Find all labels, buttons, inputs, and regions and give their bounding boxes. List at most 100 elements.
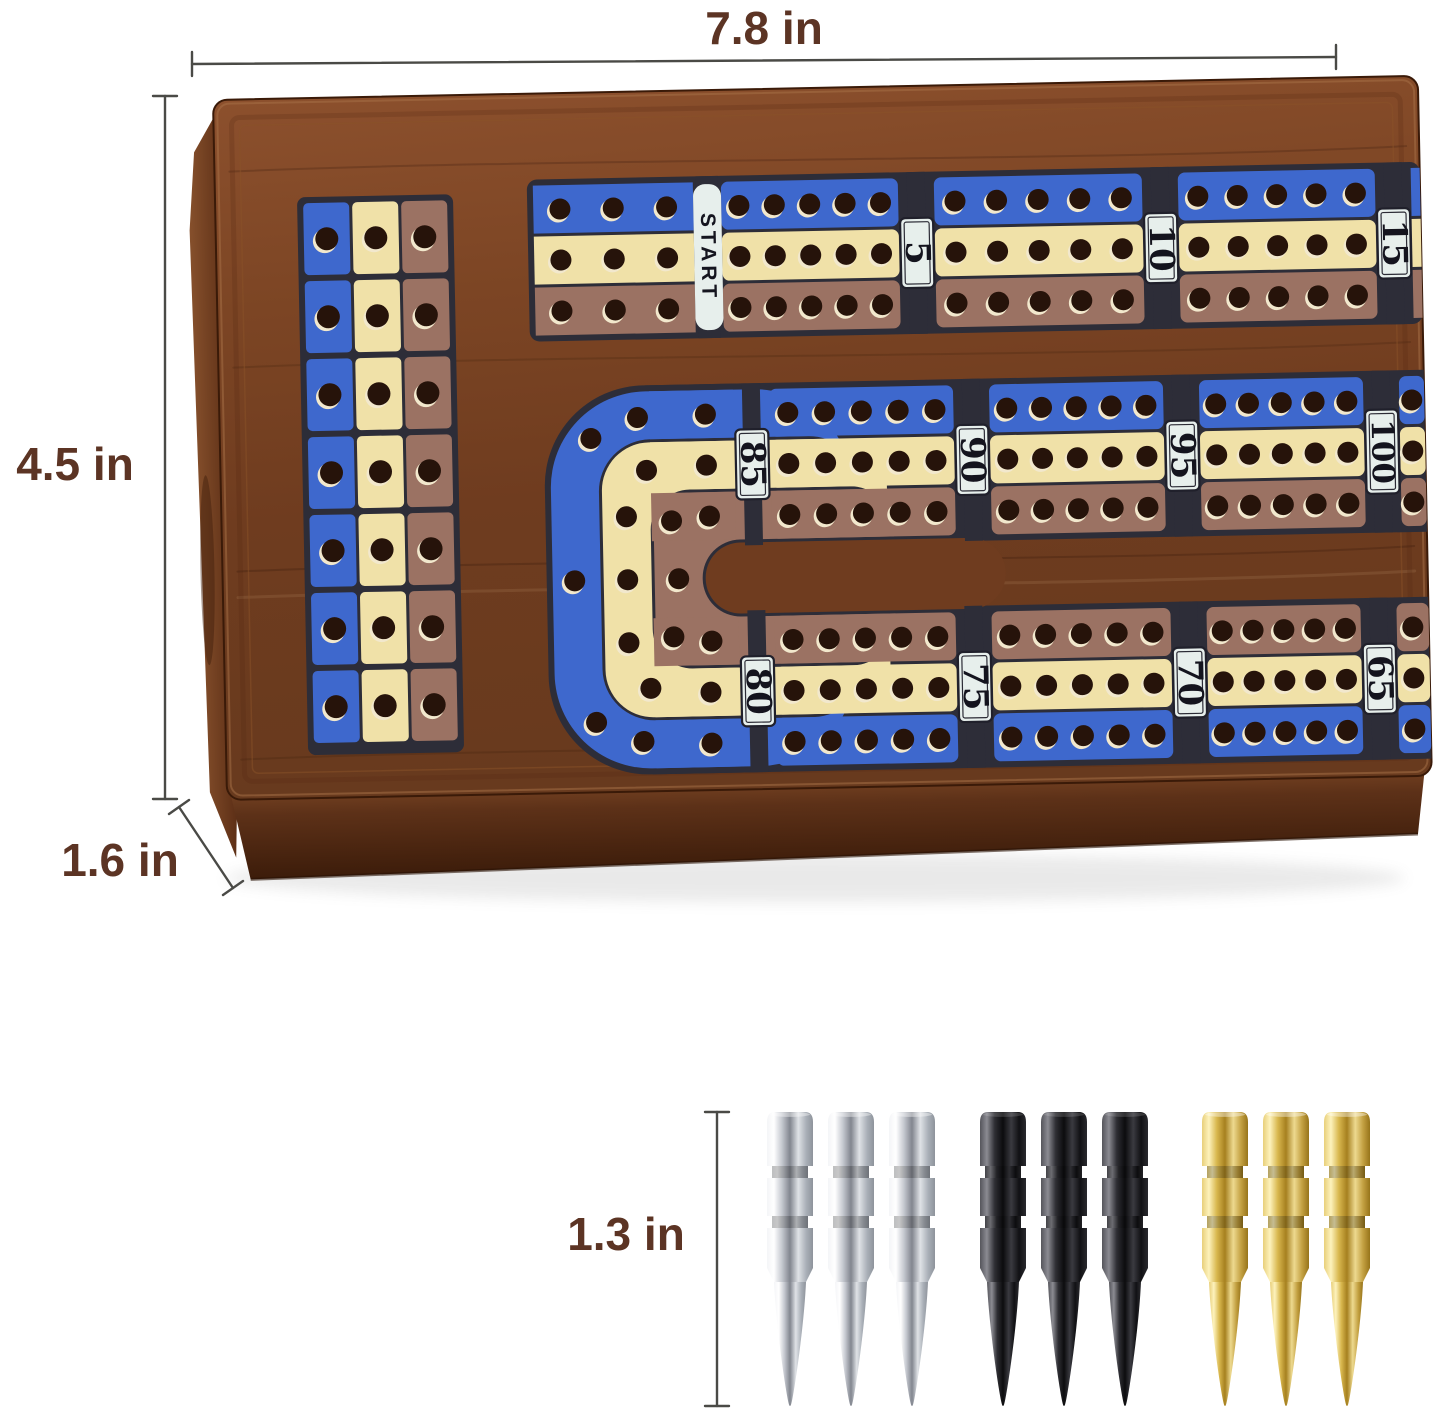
peg-hole xyxy=(834,192,856,214)
peg-cap xyxy=(980,1112,1026,1166)
peg-hole xyxy=(657,247,679,269)
peg-ring xyxy=(1263,1178,1309,1216)
peg-hole xyxy=(1142,621,1164,643)
marker-badge-75: 75 xyxy=(954,605,995,768)
peg-hole xyxy=(700,681,722,703)
peg-hole xyxy=(1189,287,1211,309)
peg-hole xyxy=(1036,674,1058,696)
middle-track-band xyxy=(648,389,734,440)
depth-dimension-caps xyxy=(167,798,245,897)
peg-hole xyxy=(323,617,347,641)
peg-groove xyxy=(894,1166,930,1178)
peg-groove xyxy=(772,1166,808,1178)
peg-groove-shade xyxy=(1268,1166,1304,1178)
width-label: 7.8 in xyxy=(705,2,823,54)
peg-hole xyxy=(1270,392,1292,414)
peg-ring xyxy=(1263,1228,1309,1268)
dimension-annotations: 7.8 in 4.5 in 1.6 in 1.3 in xyxy=(16,2,1338,1408)
peg-hole xyxy=(1136,445,1158,467)
height-dimension-caps xyxy=(151,94,179,801)
peg-hole xyxy=(701,630,723,652)
peg-hole xyxy=(1207,495,1229,517)
peg-hole xyxy=(729,245,751,267)
black-peg xyxy=(1041,1112,1087,1406)
peg-hole xyxy=(892,677,914,699)
peg-hole xyxy=(1239,443,1261,465)
peg-hole xyxy=(1037,725,1059,747)
board-bottom-edge xyxy=(250,832,1419,881)
peg-hole xyxy=(926,501,948,523)
peg-hole xyxy=(1205,393,1227,415)
marker-badge-100: 100 xyxy=(1364,370,1401,533)
peg-hole xyxy=(701,732,723,754)
peg-groove xyxy=(1207,1166,1243,1178)
peg-cap-highlight xyxy=(1044,1112,1084,1117)
peg-cap-highlight xyxy=(1105,1112,1145,1117)
peg-collar xyxy=(1202,1268,1248,1282)
peg-hole xyxy=(321,539,345,563)
peg-hole xyxy=(1244,721,1266,743)
peg-groove-shade xyxy=(833,1216,869,1228)
marker-label: 95 xyxy=(1162,432,1203,480)
peg-ring xyxy=(980,1178,1026,1216)
peg-hole xyxy=(764,245,786,267)
peg-ring xyxy=(828,1228,874,1268)
peg-point xyxy=(1048,1282,1080,1406)
peg-hole xyxy=(987,240,1009,262)
peg-hole xyxy=(1072,725,1094,747)
peg-point xyxy=(1270,1282,1302,1406)
peg-cap-highlight xyxy=(983,1112,1023,1117)
peg-hole xyxy=(1275,721,1297,743)
peg-hole xyxy=(887,399,909,421)
peg-hole xyxy=(1335,668,1357,690)
peg-hole xyxy=(1404,718,1426,740)
peg-hole xyxy=(1266,184,1288,206)
peg-hole xyxy=(850,400,872,422)
peg-groove-shade xyxy=(894,1216,930,1228)
peg-groove xyxy=(985,1216,1021,1228)
peg-hole xyxy=(777,402,799,424)
peg-hole xyxy=(1000,675,1022,697)
peg-ring xyxy=(828,1178,874,1216)
peg-hole xyxy=(1071,674,1093,696)
peg-hole xyxy=(872,294,894,316)
peg-cap xyxy=(1041,1112,1087,1166)
peg-hole xyxy=(800,244,822,266)
peg-hole xyxy=(618,632,640,654)
black-peg xyxy=(980,1112,1026,1406)
peg-hole xyxy=(1226,184,1248,206)
peg-hole xyxy=(1032,447,1054,469)
peg-hole xyxy=(320,461,344,485)
peg-hole xyxy=(656,196,678,218)
peg-point xyxy=(1331,1282,1363,1406)
peg-hole xyxy=(728,194,750,216)
peg-hole xyxy=(1070,239,1092,261)
peg-height-label: 1.3 in xyxy=(567,1208,685,1260)
peg-hole xyxy=(324,695,348,719)
peg-collar xyxy=(1324,1268,1370,1282)
peg-point xyxy=(835,1282,867,1406)
peg-hole xyxy=(1402,616,1424,638)
peg-groove xyxy=(894,1216,930,1228)
top-track-band xyxy=(1412,269,1423,318)
peg-hole xyxy=(1306,720,1328,742)
depth-label: 1.6 in xyxy=(61,834,179,886)
peg-hole xyxy=(1065,396,1087,418)
track-holes xyxy=(312,182,1426,757)
peg-groove-shade xyxy=(894,1166,930,1178)
peg-ring xyxy=(1041,1178,1087,1216)
peg-hole xyxy=(1108,724,1130,746)
peg-hole xyxy=(1242,619,1264,641)
peg-hole xyxy=(1069,188,1091,210)
marker-badge-85: 85 xyxy=(732,383,773,546)
peg-cap xyxy=(1324,1112,1370,1166)
peg-groove-shade xyxy=(1329,1166,1365,1178)
peg-hole xyxy=(1031,396,1053,418)
peg-ring xyxy=(980,1228,1026,1268)
silver-peg xyxy=(767,1112,813,1406)
peg-hole xyxy=(422,693,446,717)
width-dimension: 7.8 in xyxy=(190,2,1338,78)
peg-groove-shade xyxy=(1207,1216,1243,1228)
peg-collar xyxy=(1263,1268,1309,1282)
peg-groove-shade xyxy=(985,1166,1021,1178)
